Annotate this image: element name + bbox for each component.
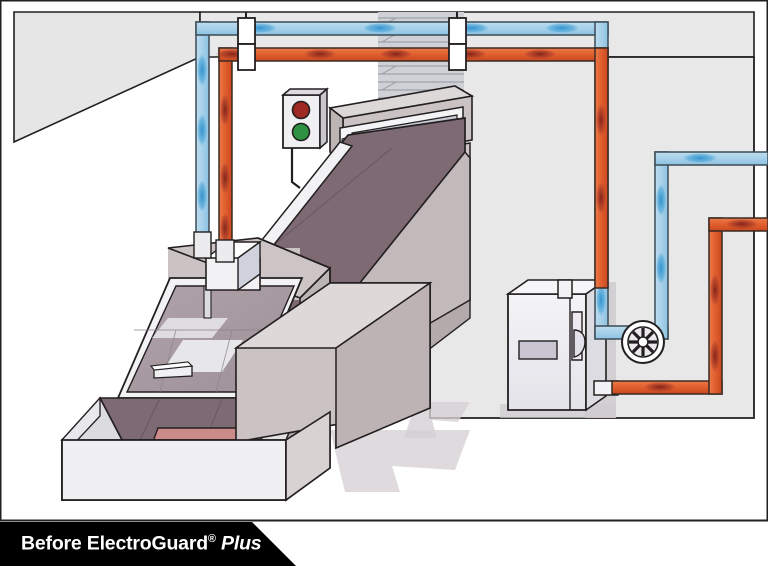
stack-light — [280, 87, 330, 189]
glass-reflection-upper — [152, 318, 228, 338]
stack-light-red-lamp — [291, 100, 311, 120]
chiller-top-pipe-stub — [557, 279, 573, 299]
warm-flow-indicators — [216, 49, 758, 392]
valve-wheel-hub — [637, 336, 649, 348]
warm-return-pipeline — [215, 47, 768, 395]
machine-floor-shadow — [330, 430, 470, 492]
caption-banner-shape — [0, 522, 296, 566]
chiller-door-handle — [573, 329, 586, 358]
pipe-hanger — [237, 43, 256, 71]
chiller-display-panel — [518, 340, 558, 360]
pipe-hangers — [237, 12, 467, 71]
pipe-hanger — [237, 12, 256, 45]
stack-light-green-lamp — [291, 122, 311, 142]
pipe-hanger — [448, 43, 467, 71]
valve-hand-wheel — [621, 320, 665, 364]
cold-pipe-terminal-cap — [193, 231, 212, 259]
warm-pipe-chiller-drop — [594, 47, 609, 289]
cold-pipe-riser — [654, 151, 669, 340]
warm-pipe-terminal-cap — [215, 239, 235, 263]
foreground-occluders — [61, 281, 433, 502]
